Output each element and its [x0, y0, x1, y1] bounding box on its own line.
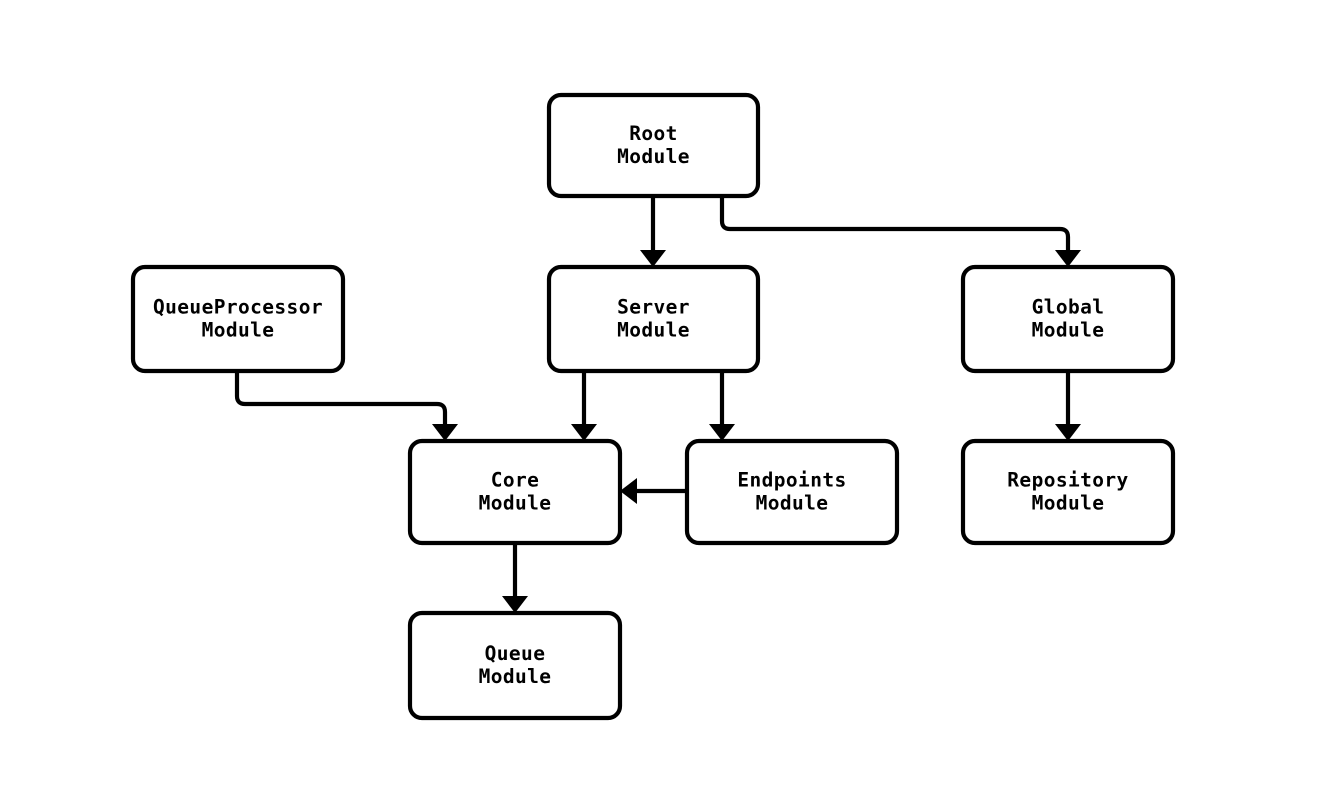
edge-core-to-queue — [502, 543, 528, 613]
arrowhead-icon — [1055, 424, 1081, 441]
node-label-line1: Server — [617, 296, 690, 319]
edge-global-to-repository — [1055, 371, 1081, 441]
edge-line — [719, 196, 1071, 254]
arrowhead-icon — [640, 250, 666, 267]
edge-root-to-global — [719, 196, 1081, 267]
node-box[interactable] — [130, 264, 346, 374]
node-label-line1: Global — [1032, 296, 1105, 319]
node-label-line2: Module — [479, 492, 552, 515]
edge-root-to-server — [640, 196, 666, 267]
node-label-line2: Module — [756, 492, 829, 515]
node-label-line1: Endpoints — [737, 469, 846, 492]
node-box[interactable] — [684, 438, 900, 546]
nodes-layer: RootModuleQueueProcessorModuleServerModu… — [130, 92, 1176, 721]
arrowhead-icon — [571, 424, 597, 441]
arrowhead-icon — [709, 424, 735, 441]
node-label-line1: Core — [491, 469, 540, 492]
node-box[interactable] — [960, 264, 1176, 374]
node-label-line1: Root — [629, 122, 678, 145]
edge-server-to-core — [571, 371, 597, 441]
node-box[interactable] — [407, 438, 623, 546]
node-label-line1: Repository — [1007, 469, 1128, 492]
node-label-line1: QueueProcessor — [153, 296, 323, 319]
node-box[interactable] — [546, 264, 761, 374]
node-label-line2: Module — [1032, 319, 1105, 342]
edge-line — [234, 371, 448, 428]
node-label-line2: Module — [479, 665, 552, 688]
edge-endpoints-to-core — [620, 478, 687, 504]
node-label-line1: Queue — [485, 642, 546, 665]
node-label-line2: Module — [617, 145, 690, 168]
edges-layer — [234, 196, 1081, 613]
arrowhead-icon — [620, 478, 637, 504]
node-box[interactable] — [960, 438, 1176, 546]
node-box[interactable] — [546, 92, 761, 199]
node-box[interactable] — [407, 610, 623, 721]
node-label-line2: Module — [617, 319, 690, 342]
arrowhead-icon — [432, 424, 458, 441]
node-label-line2: Module — [1032, 492, 1105, 515]
arrowhead-icon — [1055, 250, 1081, 267]
edge-queueprocessor-to-core — [234, 371, 458, 441]
arrowhead-icon — [502, 596, 528, 613]
node-label-line2: Module — [202, 319, 275, 342]
edge-server-to-endpoints — [709, 371, 735, 441]
